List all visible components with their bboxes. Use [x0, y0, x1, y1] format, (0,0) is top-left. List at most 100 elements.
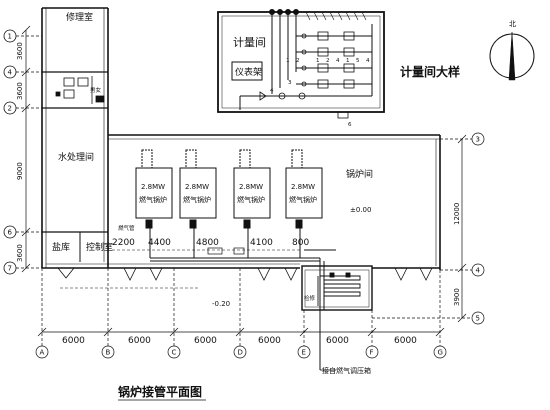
axis-label-right-2: 4: [476, 267, 481, 275]
bottom-dimension-chain: 6000 6000 6000 6000 6000 6000 A B C: [35, 268, 447, 359]
door-swings: [57, 267, 433, 281]
right-dim-1: 12000: [453, 203, 461, 225]
axis-label-left-1: 1: [8, 33, 12, 41]
axis-label-left-5: 7: [8, 265, 12, 273]
detail-number-3: 3: [288, 80, 292, 86]
boiler-2-name: 燃气锅炉: [183, 195, 211, 204]
axis-label-G: G: [438, 349, 443, 357]
boiler-4-power: 2.8MW: [291, 183, 315, 191]
salt-storage-label: 盐库: [52, 241, 70, 253]
detail-number-9: 5: [356, 58, 360, 64]
axis-label-left-4: 6: [8, 229, 13, 237]
boiler-4-burner: [291, 149, 303, 169]
axis-bubble-B: [101, 345, 115, 359]
detail-number-4: 4: [270, 88, 274, 94]
boiler-4-name: 燃气锅炉: [289, 195, 317, 204]
boiler-units: [135, 149, 323, 229]
axis-label-F: F: [370, 349, 374, 357]
axis-bubble-D: [233, 345, 247, 359]
boiler-3-power: 2.8MW: [239, 183, 263, 191]
building-walls: [41, 7, 441, 270]
repair-room-label: 修理室: [66, 11, 93, 23]
boiler-3-name: 燃气锅炉: [237, 195, 265, 204]
axis-bubble-right-3: [471, 311, 485, 325]
boiler-1-power: 2.8MW: [141, 183, 165, 191]
left-dim-2: 3600: [16, 82, 24, 100]
control-room-label: 控制室: [86, 241, 113, 253]
axis-label-B: B: [106, 349, 111, 357]
boiler-1-burner: [141, 149, 153, 169]
hidden-lines: [60, 249, 300, 289]
axis-bubble-F: [365, 345, 379, 359]
left-dim-3: 9000: [16, 162, 24, 180]
axis-label-A: A: [40, 349, 45, 357]
bottom-dim-2: 6000: [128, 336, 151, 346]
bottom-dim-5: 6000: [326, 336, 349, 346]
gas-pipe-label: 燃气管: [118, 224, 135, 232]
metering-detail-labels: 计量间 仪表架 1 2 3 4 1 2 4 1 5 4 6 计量间大样: [233, 36, 460, 128]
detail-number-2: 2: [296, 58, 300, 64]
left-dimension-chain: 3600 3600 9000 3600: [16, 25, 31, 273]
detail-number-5: 1: [316, 58, 320, 64]
detail-number-8: 1: [346, 58, 350, 64]
bottom-dim-6: 6000: [394, 336, 417, 346]
boiler-1: [135, 167, 173, 219]
detail-note-number: 6: [348, 122, 352, 128]
gas-piping: [149, 228, 336, 310]
inner-dim-1: 2200: [112, 238, 135, 248]
outside-elevation: -0.20: [212, 300, 230, 308]
right-dim-2: 3900: [453, 288, 461, 306]
toilet-fixtures: [55, 76, 105, 104]
axis-bubble-C: [167, 345, 181, 359]
boiler-2: [179, 167, 217, 219]
axis-label-C: C: [172, 349, 177, 357]
axis-bubble-A: [35, 345, 49, 359]
small-tag-label: 检修: [304, 294, 316, 302]
axis-bubble-E: [297, 345, 311, 359]
room-labels: 修理室 水处理间 盐库 控制室 锅炉间 ±0.00 男女 燃气管 检修 -0.2…: [52, 11, 373, 375]
north-label: 北: [509, 20, 516, 28]
right-dimension-chain: 12000 3900 3 4 5: [372, 132, 485, 325]
floor-level-label: ±0.00: [350, 206, 371, 214]
inner-dim-2: 4400: [148, 238, 171, 248]
metering-room-label: 计量间: [233, 36, 266, 49]
boiler-1-name: 燃气锅炉: [139, 195, 167, 204]
detail-number-6: 2: [326, 58, 330, 64]
axis-label-E: E: [302, 349, 306, 357]
lower-metering-room: [301, 265, 373, 371]
boiler-room-label: 锅炉间: [346, 168, 373, 180]
instrument-rack-label: 仪表架: [235, 66, 262, 78]
detail-number-10: 4: [366, 58, 370, 64]
left-dim-4: 3600: [16, 244, 24, 262]
detail-number-1: 1: [286, 58, 290, 64]
detail-number-7: 4: [336, 58, 340, 64]
axis-bubble-G: [433, 345, 447, 359]
inner-dim-4: 4100: [250, 238, 273, 248]
boiler-3-burner: [239, 149, 251, 169]
drawing-title: 锅炉接管平面图: [118, 384, 202, 399]
bottom-dim-3: 6000: [194, 336, 217, 346]
inner-dim-3: 4800: [196, 238, 219, 248]
bottom-dim-1: 6000: [62, 336, 85, 346]
boiler-4: [285, 167, 323, 219]
toilet-label: 男女: [90, 86, 102, 94]
boiler-2-power: 2.8MW: [185, 183, 209, 191]
water-treatment-label: 水处理间: [58, 151, 94, 163]
bottom-dim-4: 6000: [258, 336, 281, 346]
boiler-2-burner: [185, 149, 197, 169]
axis-label-left-3: 2: [8, 105, 12, 113]
gas-source-tag: 接自燃气调压箱: [322, 366, 371, 375]
boiler-labels: 2.8MW 燃气锅炉 2.8MW 燃气锅炉 2.8MW 燃气锅炉 2.8MW 燃…: [139, 183, 317, 204]
north-arrow: 北: [489, 20, 535, 81]
axis-label-left-2: 4: [8, 69, 13, 77]
axis-label-D: D: [238, 349, 243, 357]
left-dim-1: 3600: [16, 42, 24, 60]
metering-room-detail: [217, 9, 385, 119]
axis-label-right-3: 5: [476, 315, 480, 323]
boiler-3: [233, 167, 271, 219]
inner-dimensions: 2200 4400 4800 4100 800: [112, 238, 309, 248]
axis-label-right-1: 3: [476, 136, 480, 144]
metering-detail-title: 计量间大样: [400, 64, 460, 79]
inner-dim-5: 800: [292, 238, 309, 248]
